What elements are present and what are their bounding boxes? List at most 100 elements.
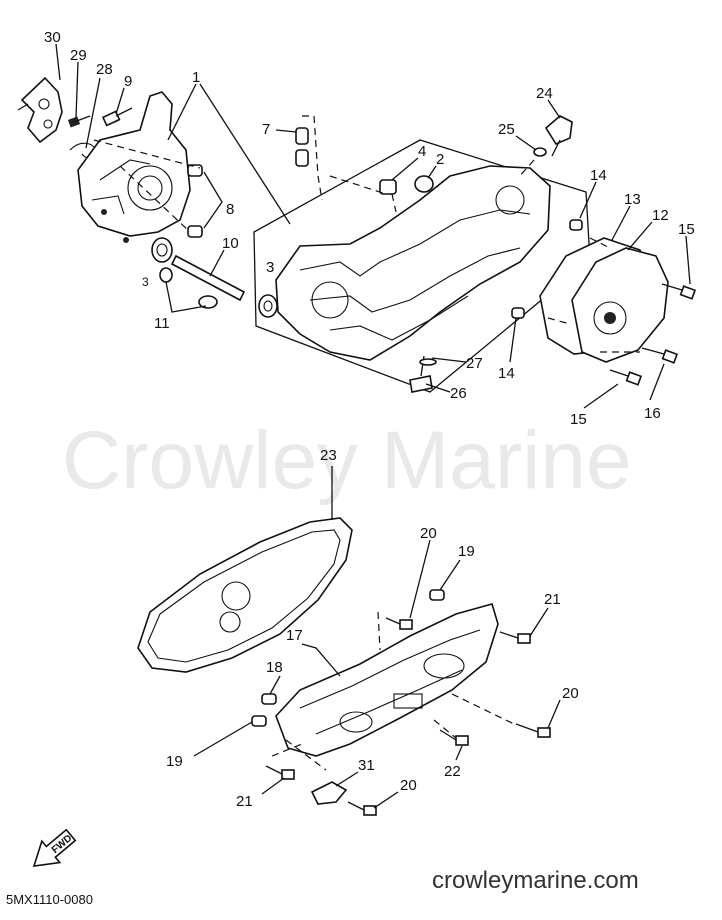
callout-25: 25 (498, 121, 515, 138)
leader-20b (547, 699, 561, 729)
crankcase-ribs (299, 209, 531, 341)
part-15-bolt (661, 283, 697, 300)
part-27-washer (419, 358, 437, 366)
part-20-bolt (385, 617, 413, 630)
cover-boss (339, 711, 373, 733)
part-8-dowel (187, 164, 203, 177)
callout-9: 9 (124, 73, 132, 90)
part-20-bolt (347, 801, 377, 816)
callout-15-bottom: 15 (570, 411, 587, 428)
part-21-bolt (499, 631, 531, 644)
leader-14a (579, 181, 597, 219)
part-30-hole (43, 119, 53, 129)
housing-bore (127, 165, 173, 211)
part-23-gasket (137, 517, 353, 673)
part-21-bolt (265, 765, 295, 780)
callout-14-top: 14 (590, 167, 607, 184)
watermark-text: Crowley Marine (62, 415, 632, 506)
callout-2: 2 (436, 151, 444, 168)
part-4-bushing (379, 179, 397, 195)
callout-28: 28 (96, 61, 113, 78)
callout-19-left: 19 (166, 753, 183, 770)
part-30-plate (20, 76, 63, 144)
footer-website: crowleymarine.com (432, 867, 639, 894)
left-cover-housing (77, 91, 191, 237)
alignment-line (93, 139, 201, 169)
crankcase-cover (275, 603, 499, 757)
cover-window (393, 693, 423, 709)
callout-23: 23 (320, 447, 337, 464)
leader-lines (55, 43, 691, 809)
leader-22 (455, 745, 463, 761)
leader-17 (301, 643, 341, 677)
leader-26 (425, 383, 451, 393)
callout-3-left: 3 (142, 275, 149, 289)
part-10-shaft (170, 254, 246, 302)
crankcase-bore (495, 185, 525, 215)
leader-line (17, 103, 29, 111)
callout-1: 1 (192, 69, 200, 86)
part-8-dowel (187, 225, 203, 238)
leader-30 (55, 43, 61, 81)
leader-28 (85, 77, 101, 149)
cover-bore (593, 301, 627, 335)
leader-21b (261, 777, 285, 795)
part-11-oring (159, 267, 173, 283)
leader-1b (199, 83, 291, 225)
leader-14b (509, 317, 517, 363)
part-7-pin (295, 149, 309, 167)
callout-31: 31 (358, 757, 375, 774)
part-22-bolt (439, 729, 469, 746)
part-26-bolt-head (409, 375, 433, 393)
part-15-bolt (609, 369, 643, 386)
callout-26: 26 (450, 385, 467, 402)
leader-11 (165, 281, 207, 313)
callout-17: 17 (286, 627, 303, 644)
leader-13 (611, 205, 631, 241)
part-3-seal-left (151, 237, 173, 263)
callout-21-left: 21 (236, 793, 253, 810)
leader-1a (167, 83, 197, 141)
callout-29: 29 (70, 47, 87, 64)
callout-22: 22 (444, 763, 461, 780)
callout-13: 13 (624, 191, 641, 208)
alignment-line (119, 165, 191, 233)
part-3-seal-inner (263, 300, 273, 312)
part-14-dowel (511, 307, 525, 319)
alignment-line (271, 611, 515, 771)
left-cover-assembly (17, 76, 246, 309)
alignment-line (517, 159, 535, 179)
callout-27: 27 (466, 355, 483, 372)
callout-10: 10 (222, 235, 239, 252)
part-19-dowel (251, 715, 267, 727)
leader-20c (373, 791, 399, 809)
leader-18 (269, 675, 281, 695)
part-9-screw (101, 107, 133, 127)
leader-16 (649, 363, 665, 401)
crankcase-cover-assembly (137, 517, 551, 816)
part-19-dowel (429, 589, 445, 601)
cover-bore-center (604, 312, 616, 324)
right-cover-assembly (511, 219, 697, 386)
leader-12 (627, 221, 653, 251)
callout-20-right: 20 (562, 685, 579, 702)
callout-12: 12 (652, 207, 669, 224)
leader-8 (203, 171, 223, 229)
part-29-bolt (67, 115, 91, 128)
part-3-seal-inner (156, 243, 168, 257)
callout-7: 7 (262, 121, 270, 138)
leader-19a (439, 559, 461, 591)
alignment-line (329, 175, 397, 213)
callout-19-right: 19 (458, 543, 475, 560)
leader-27 (431, 357, 467, 363)
callout-4: 4 (418, 143, 426, 160)
leader-7 (275, 129, 297, 133)
leader-2 (427, 165, 437, 179)
leader-15b (583, 383, 619, 409)
leader-20a (409, 539, 431, 619)
callout-21-right: 21 (544, 591, 561, 608)
callout-24: 24 (536, 85, 553, 102)
callout-11: 11 (154, 315, 170, 332)
arrow-icon (32, 828, 77, 867)
